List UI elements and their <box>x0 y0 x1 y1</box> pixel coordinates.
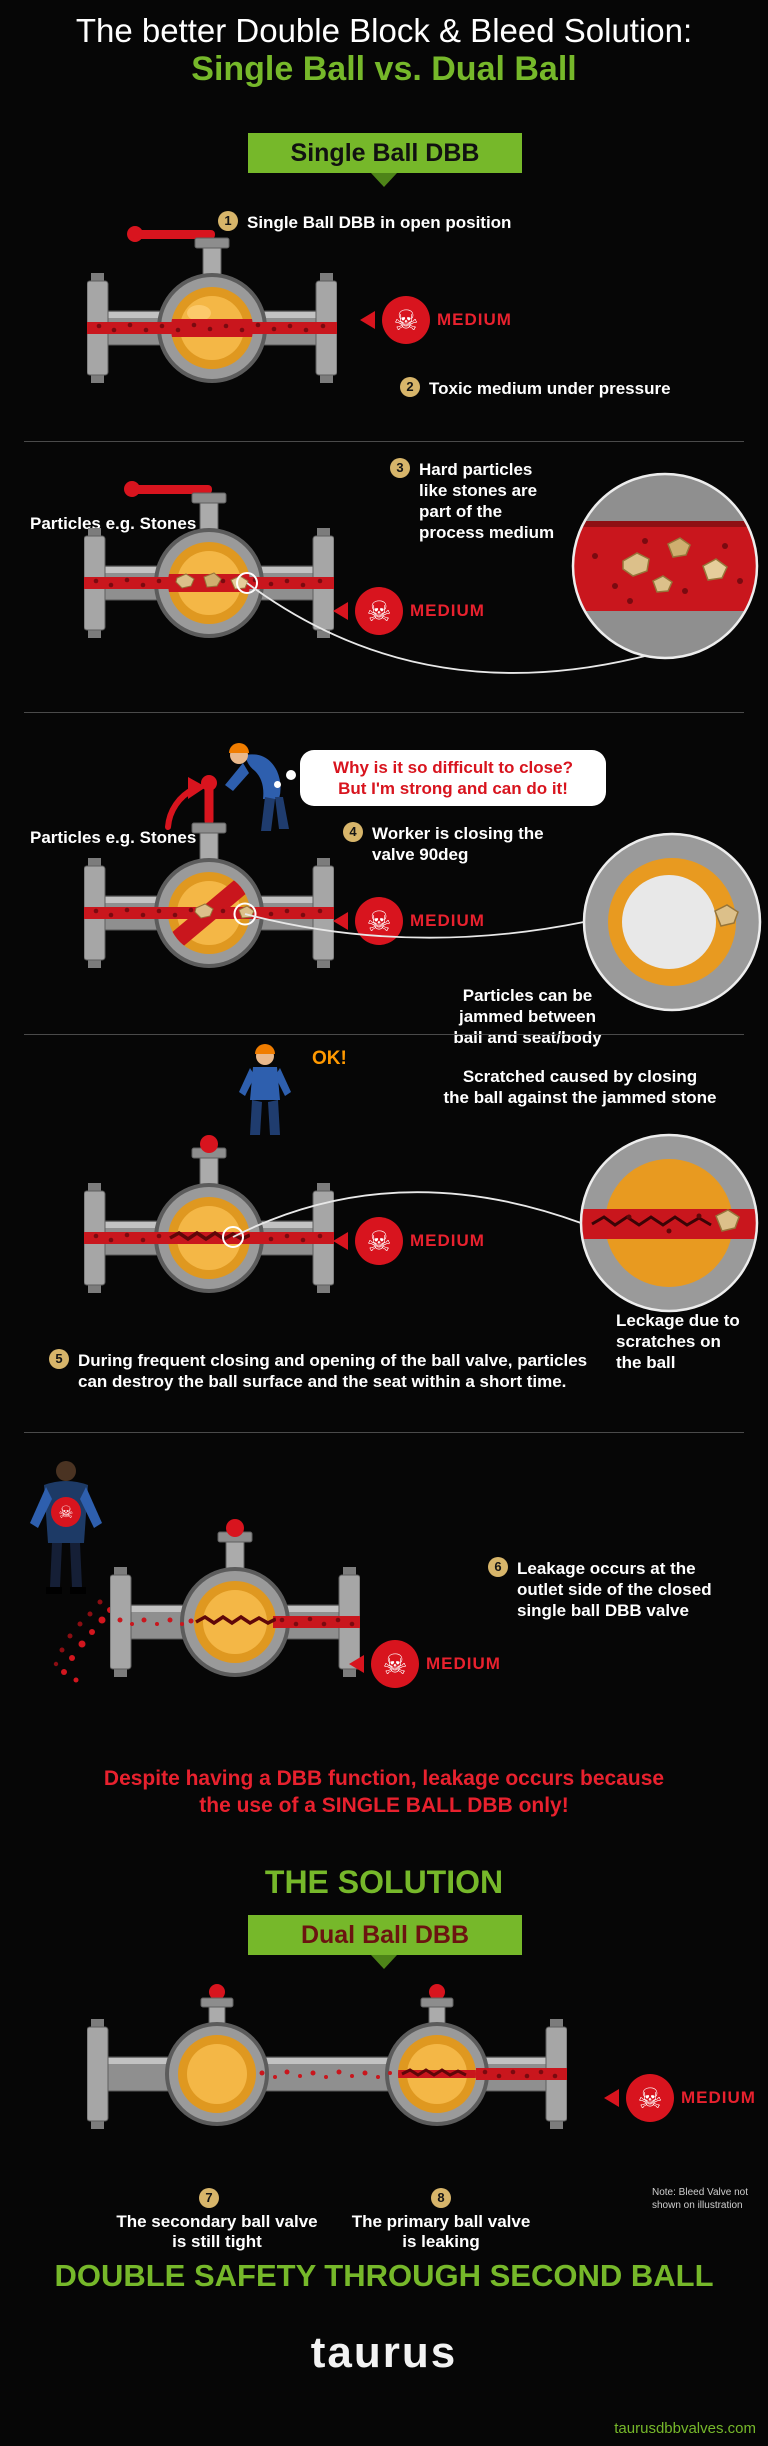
flow-arrow-icon <box>333 602 348 620</box>
scratch-note: Scratched caused by closing the ball aga… <box>443 1067 717 1107</box>
medium-indicator-4: ☠ MEDIUM <box>333 1217 485 1265</box>
valve-dual <box>87 1984 567 2129</box>
banner-pointer <box>371 1955 397 1969</box>
medium-label: MEDIUM <box>681 2088 756 2107</box>
step-number-badge: 3 <box>390 458 410 478</box>
particles-label: Particles e.g. Stones <box>30 514 197 533</box>
connector-line <box>244 913 585 939</box>
section-divider <box>24 441 744 442</box>
step-number-badge: 5 <box>49 1349 69 1369</box>
annotation-text: Toxic medium under pressure <box>429 379 671 398</box>
speech-tail-dot <box>274 781 281 788</box>
flow-arrow-icon <box>360 311 375 329</box>
page-subtitle: Single Ball vs. Dual Ball <box>191 50 577 88</box>
leak-note: Leckage due to scratches on the ball <box>616 1311 740 1372</box>
jam-note: Particles can be jammed between ball and… <box>453 986 602 1047</box>
page-title: The better Double Block & Bleed Solution… <box>75 12 693 49</box>
leak-spray-dots <box>53 1599 113 1683</box>
section-divider <box>24 1432 744 1433</box>
medium-label: MEDIUM <box>437 310 512 329</box>
speech-bubble: Why is it so difficult to close? But I'm… <box>300 750 606 806</box>
worker-figure-ok <box>239 1044 291 1135</box>
annotation-6: 6 Leakage occurs at the outlet side of t… <box>488 1557 712 1621</box>
banner-single-ball: Single Ball DBB <box>248 133 522 173</box>
step-number-badge: 2 <box>400 377 420 397</box>
banner-pointer <box>371 173 397 187</box>
annotation-text: Worker is closing the valve 90deg <box>372 824 544 864</box>
medium-indicator-5: ☠ MEDIUM <box>349 1640 501 1688</box>
medium-label: MEDIUM <box>410 1231 485 1250</box>
skull-icon: ☠ <box>382 296 430 344</box>
section-divider <box>24 712 744 713</box>
flow-arrow-icon <box>333 1232 348 1250</box>
skull-icon: ☠ <box>371 1640 419 1688</box>
medium-indicator-3: ☠ MEDIUM <box>333 897 485 945</box>
valve-single-closed-leaking <box>110 1519 360 1677</box>
connector-line <box>232 1191 582 1238</box>
zoom-inset-jammed-stone <box>582 832 762 1012</box>
flow-arrow-icon <box>604 2089 619 2107</box>
website-link[interactable]: taurusdbbvalves.com <box>614 2420 756 2437</box>
skull-icon: ☠ <box>355 1217 403 1265</box>
brand-logo: taurus <box>310 2328 458 2377</box>
banner-dual-ball: Dual Ball DBB <box>248 1915 522 1955</box>
warning-text: Despite having a DBB function, leakage o… <box>103 1767 665 1817</box>
medium-indicator-2: ☠ MEDIUM <box>333 587 485 635</box>
annotation-1: 1 Single Ball DBB in open position <box>218 211 511 233</box>
annotation-text: During frequent closing and opening of t… <box>78 1351 588 1391</box>
medium-label: MEDIUM <box>410 911 485 930</box>
zoom-inset-scratches <box>579 1133 759 1313</box>
solution-title: THE SOLUTION <box>264 1864 504 1900</box>
skull-icon: ☠ <box>355 897 403 945</box>
flow-arrow-icon <box>333 912 348 930</box>
ok-label: OK! <box>312 1048 347 1069</box>
skull-icon: ☠ <box>355 587 403 635</box>
section-divider <box>24 1034 744 1035</box>
caption-primary-valve: The primary ball valve is leaking <box>351 2212 531 2251</box>
annotation-text: Hard particles like stones are part of t… <box>419 460 555 542</box>
annotation-text: Single Ball DBB in open position <box>247 213 512 232</box>
double-safety-tagline: DOUBLE SAFETY THROUGH SECOND BALL <box>54 2258 714 2293</box>
step-number-badge: 6 <box>488 1557 508 1577</box>
annotation-2: 2 Toxic medium under pressure <box>400 377 671 399</box>
connector-line <box>246 582 646 674</box>
caption-secondary-valve: The secondary ball valve is still tight <box>116 2212 318 2251</box>
skull-icon: ☠ <box>626 2074 674 2122</box>
skull-icon: ☠ <box>58 1503 73 1523</box>
annotation-3: 3 Hard particles like stones are part of… <box>390 458 554 543</box>
flow-arrow-icon <box>349 1655 364 1673</box>
step-number-badge: 4 <box>343 822 363 842</box>
step-number-badge: 1 <box>218 211 238 231</box>
medium-indicator-6: ☠ MEDIUM <box>604 2074 756 2122</box>
medium-label: MEDIUM <box>426 1654 501 1673</box>
valve-single-closing <box>84 775 334 968</box>
medium-indicator-1: ☠ MEDIUM <box>360 296 512 344</box>
annotation-5: 5 During frequent closing and opening of… <box>49 1349 587 1392</box>
person-back-figure: ☠ <box>30 1461 102 1594</box>
step-number-badge: 7 <box>199 2188 219 2208</box>
speech-tail-dot <box>286 770 296 780</box>
particles-label: Particles e.g. Stones <box>30 828 197 847</box>
annotation-4: 4 Worker is closing the valve 90deg <box>343 822 544 865</box>
speech-text: Why is it so difficult to close? But I'm… <box>333 758 573 798</box>
zoom-inset-particles <box>571 472 759 660</box>
medium-label: MEDIUM <box>410 601 485 620</box>
valve-single-closed-scratched <box>84 1135 334 1293</box>
bleed-note: Note: Bleed Valve not shown on illustrat… <box>652 2187 748 2211</box>
step-number-badge: 8 <box>431 2188 451 2208</box>
valve-single-open <box>87 226 337 383</box>
annotation-text: Leakage occurs at the outlet side of the… <box>517 1559 712 1620</box>
worker-figure-closing <box>225 743 289 831</box>
valve-single-open-particles <box>84 481 334 638</box>
